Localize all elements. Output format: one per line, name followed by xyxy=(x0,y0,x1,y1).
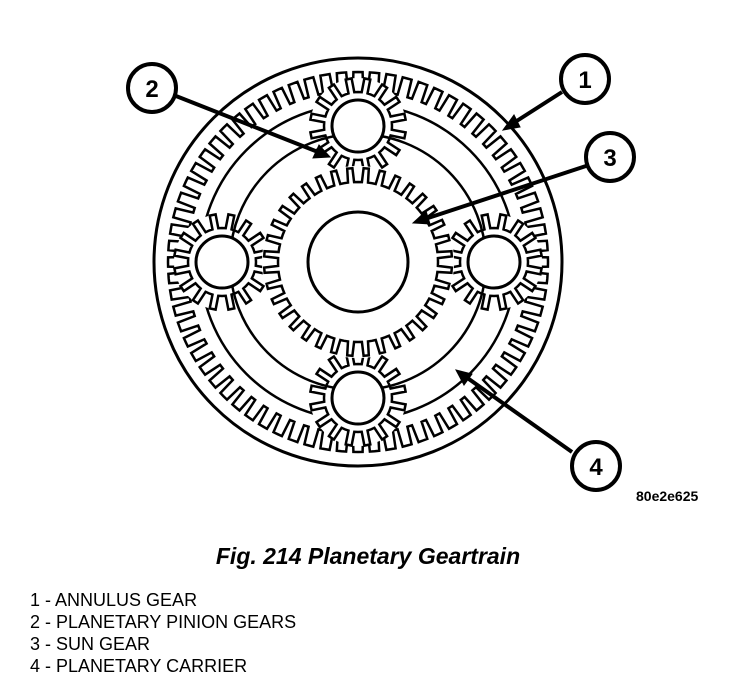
callout-2: 2 xyxy=(126,62,178,114)
leader-arrows xyxy=(175,90,587,454)
figure-reference-code: 80e2e625 xyxy=(636,488,699,504)
planetary-geartrain-diagram: 1 2 3 4 xyxy=(126,53,636,492)
pinion-shaft-1 xyxy=(330,98,386,154)
leader-arrow-4 xyxy=(455,369,574,454)
leader-arrow-2 xyxy=(175,94,332,159)
legend-item-annulus-gear: 1 - ANNULUS GEAR xyxy=(30,589,296,611)
pinion-shaft-2 xyxy=(194,234,250,290)
legend-list: 1 - ANNULUS GEAR 2 - PLANETARY PINION GE… xyxy=(30,589,296,677)
callout-3: 3 xyxy=(584,131,636,183)
legend-label: PLANETARY PINION GEARS xyxy=(56,612,297,632)
legend-label: SUN GEAR xyxy=(56,634,151,654)
legend-item-planetary-carrier: 4 - PLANETARY CARRIER xyxy=(30,655,296,677)
legend-item-sun-gear: 3 - SUN GEAR xyxy=(30,633,296,655)
legend-separator: - xyxy=(40,590,56,610)
legend-separator: - xyxy=(40,656,57,676)
leader-arrow-3 xyxy=(411,164,587,225)
sun-gear-hub xyxy=(306,210,410,314)
legend-label: PLANETARY CARRIER xyxy=(56,656,248,676)
leader-arrow-1 xyxy=(501,90,564,131)
pinion-shaft-3 xyxy=(466,234,522,290)
legend-separator: - xyxy=(40,612,57,632)
pinion-shaft-4 xyxy=(330,370,386,426)
legend-number: 3 xyxy=(30,634,41,654)
callout-3-number: 3 xyxy=(603,145,616,172)
legend-number: 4 xyxy=(30,656,41,676)
gear-assembly xyxy=(152,56,564,468)
legend-separator: - xyxy=(40,634,57,654)
legend-number: 2 xyxy=(30,612,41,632)
legend-item-pinion-gears: 2 - PLANETARY PINION GEARS xyxy=(30,611,296,633)
callout-4: 4 xyxy=(570,440,622,492)
callout-2-number: 2 xyxy=(145,76,158,103)
legend-label: ANNULUS GEAR xyxy=(55,590,198,610)
annulus-gear-teeth xyxy=(166,70,550,454)
callout-1: 1 xyxy=(559,53,611,105)
legend-number: 1 xyxy=(30,590,41,610)
callout-4-number: 4 xyxy=(589,454,603,481)
callout-1-number: 1 xyxy=(578,67,591,94)
figure-title: Fig. 214 Planetary Geartrain xyxy=(215,543,521,569)
